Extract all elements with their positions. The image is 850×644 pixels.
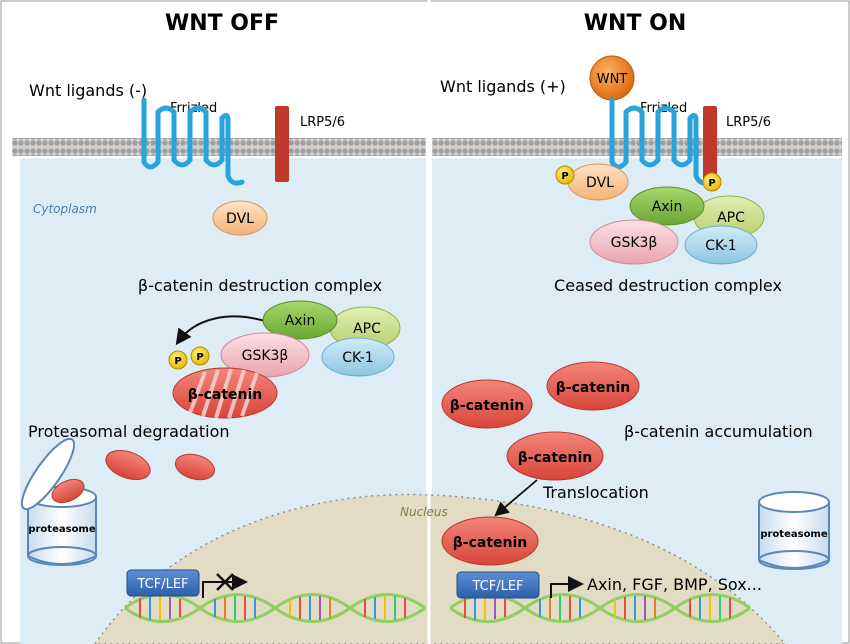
membrane-gap (426, 136, 432, 158)
tcf-label-on: TCF/LEF (471, 579, 523, 594)
transcription-arrow-on (550, 576, 584, 598)
label-ceased-complex: Ceased destruction complex (554, 276, 782, 295)
apc-label-on: APC (717, 210, 745, 226)
label-lrp-off: LRP5/6 (300, 115, 345, 130)
phospho-label-on-2: P (708, 178, 715, 189)
title-wnt-off: WNT OFF (165, 11, 279, 36)
phospho-off-2: P (190, 346, 210, 366)
axin-off: Axin (262, 300, 338, 340)
lrp-receptor-on (703, 106, 717, 182)
tcf-lef-off: TCF/LEF (126, 569, 200, 597)
bcatenin-label-on-1: β-catenin (450, 398, 525, 414)
bcatenin-label-nuclear: β-catenin (453, 535, 528, 551)
bcatenin-on-1: β-catenin (441, 379, 533, 429)
apc-label-off: APC (353, 321, 381, 337)
phosphorylation-arrow (175, 315, 269, 346)
axin-on: Axin (629, 186, 705, 226)
degraded-fragment-1 (105, 449, 151, 481)
label-nucleus: Nucleus (400, 505, 448, 519)
label-proteasomal-degradation: Proteasomal degradation (28, 422, 230, 441)
bcatenin-on-3: β-catenin (506, 431, 604, 481)
nucleus (94, 493, 786, 644)
dna-on (449, 593, 751, 623)
axin-label-on: Axin (652, 199, 683, 215)
proteasome-label-off: proteasome (28, 524, 96, 535)
proteasome-off: proteasome (20, 437, 97, 566)
ck1-label-off: CK-1 (342, 350, 373, 366)
label-destruction-complex: β-catenin destruction complex (138, 276, 382, 295)
gsk3b-label-on: GSK3β (611, 235, 658, 251)
bcatenin-on-2: β-catenin (546, 361, 640, 411)
ck1-off: CK-1 (321, 337, 395, 377)
gsk3b-on: GSK3β (589, 219, 679, 265)
transcription-blocked-icon (216, 573, 234, 591)
bcatenin-label-on-3: β-catenin (518, 450, 593, 466)
label-wnt-ligands-off: Wnt ligands (-) (29, 81, 147, 100)
dvl-label-off: DVL (226, 211, 254, 227)
bcatenin-off-phosphorylated: β-catenin (172, 367, 278, 419)
gsk3b-off: GSK3β (220, 332, 310, 378)
proteasome-on: proteasome (758, 491, 830, 570)
bcatenin-label-off: β-catenin (188, 387, 263, 403)
dna-off (124, 593, 426, 623)
proteasome-label-on: proteasome (760, 529, 828, 540)
ck1-label-on: CK-1 (705, 238, 736, 254)
lrp-receptor-off (275, 106, 289, 182)
label-bcatenin-accumulation: β-catenin accumulation (624, 422, 813, 441)
label-cytoplasm: Cytoplasm (33, 202, 97, 216)
phospho-on-lrp: P (702, 172, 722, 192)
label-target-genes: Axin, FGF, BMP, Sox... (587, 575, 762, 594)
phospho-on-dvl: P (555, 165, 575, 185)
phospho-label-off-2: P (196, 352, 203, 363)
phospho-off-1: P (168, 350, 188, 370)
phospho-label-on-1: P (561, 171, 568, 182)
title-wnt-on: WNT ON (584, 11, 686, 36)
dvl-label-on: DVL (586, 175, 614, 191)
tcf-label-off: TCF/LEF (136, 577, 188, 592)
gsk3b-label-off: GSK3β (242, 348, 289, 364)
axin-label-off: Axin (285, 313, 316, 329)
frizzled-receptor-on (609, 97, 713, 186)
label-lrp-on: LRP5/6 (726, 115, 771, 130)
dvl-off: DVL (212, 200, 268, 236)
wnt-label: WNT (597, 72, 628, 87)
frizzled-receptor-off (141, 97, 245, 186)
phospho-label-off-1: P (174, 356, 181, 367)
degraded-fragment-2 (174, 453, 216, 481)
wnt-ligand: WNT (589, 55, 635, 101)
label-translocation: Translocation (542, 483, 649, 502)
tcf-lef-on: TCF/LEF (456, 571, 540, 599)
translocation-arrow (494, 479, 538, 517)
ck1-on: CK-1 (684, 225, 758, 265)
bcatenin-nuclear: β-catenin (441, 516, 539, 566)
dvl-on: DVL (567, 163, 629, 201)
label-wnt-ligands-on: Wnt ligands (+) (440, 77, 566, 96)
bcatenin-label-on-2: β-catenin (556, 380, 631, 396)
transcription-arrow-off (202, 574, 248, 598)
